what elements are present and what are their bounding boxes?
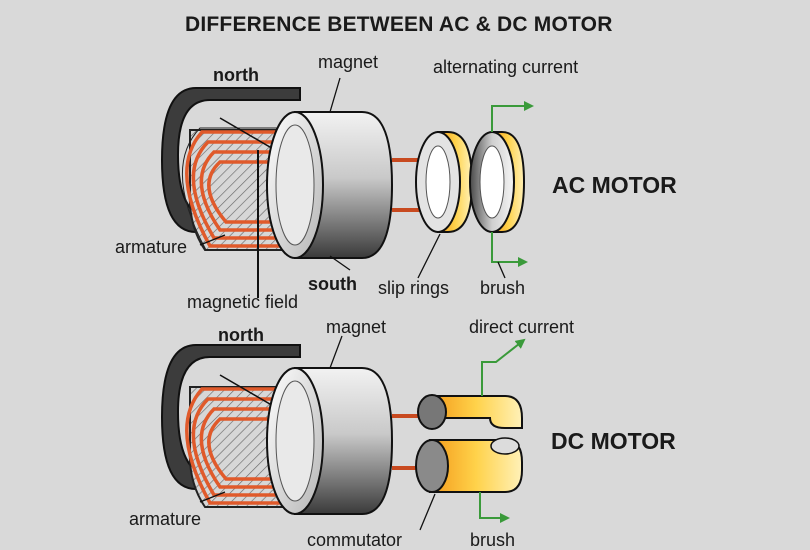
ac-brush-arrow [491, 232, 528, 267]
ac-leader-lines [199, 77, 506, 279]
dc-current-label: direct current [469, 317, 575, 337]
dc-armature-label: armature [129, 509, 202, 529]
dc-commutator [415, 394, 523, 493]
ac-current-label: alternating current [433, 57, 579, 77]
dc-motor-name: DC MOTOR [551, 428, 676, 454]
ac-magnet-label: magnet [318, 52, 379, 72]
page-title: DIFFERENCE BETWEEN AC & DC MOTOR [185, 13, 613, 36]
dc-armature-coils [185, 387, 292, 505]
dc-magnet-label: magnet [326, 317, 387, 337]
dc-brush-label: brush [470, 530, 516, 550]
ac-magnet-bore [275, 124, 315, 246]
ac-armature-label: armature [115, 237, 188, 257]
dc-north-label: north [218, 325, 264, 345]
ac-south-label: south [308, 274, 357, 294]
ac-brush-label: brush [480, 278, 526, 298]
ac-motor-name: AC MOTOR [552, 172, 677, 198]
ac-current-arrow [491, 101, 534, 132]
ac-coil-outline [182, 127, 290, 251]
dc-leader-lines [199, 335, 436, 531]
ac-armature-coils [185, 130, 292, 248]
dc-current-arrow [481, 338, 526, 396]
dc-magnet-bore [275, 380, 315, 502]
dc-brush-arrow [479, 492, 510, 523]
ac-slip-rings-label: slip rings [378, 278, 450, 298]
ac-motor-group [160, 77, 534, 298]
ac-field-line-2 [219, 117, 276, 151]
ac-field-label: magnetic field [187, 292, 299, 312]
ac-north-label: north [213, 65, 259, 85]
ac-slip-rings [415, 131, 526, 233]
dc-field-line [219, 374, 276, 408]
dc-motor-group [160, 335, 526, 531]
dc-commutator-label: commutator [307, 530, 403, 550]
